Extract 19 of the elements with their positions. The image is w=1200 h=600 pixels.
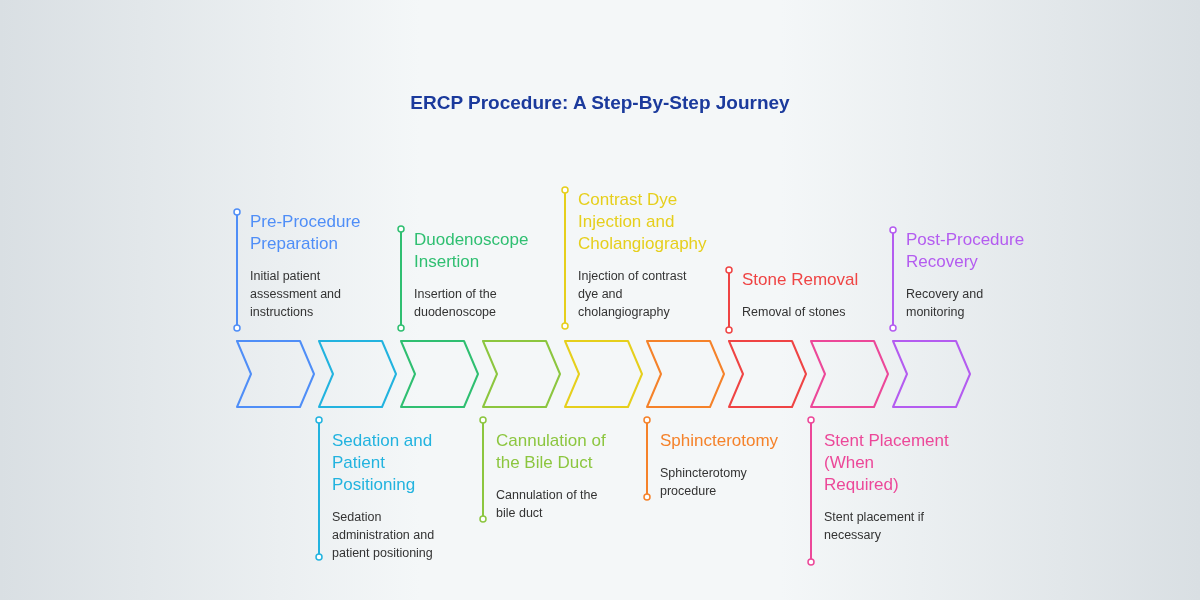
step-heading: Stone Removal [742, 269, 860, 291]
step-heading: Cannulation of the Bile Duct [496, 430, 607, 474]
step-description: Sedation administration and patient positioning [332, 509, 436, 562]
step-heading: Contrast Dye Injection and Cholangiography [578, 189, 706, 255]
title: ERCP Procedure: A Step-By-Step Journey [409, 92, 791, 114]
step-description: Cannulation of the bile duct [496, 487, 599, 522]
step-description: Recovery and monitoring [906, 286, 985, 321]
step-heading: Post-Procedure Recovery [906, 229, 1026, 273]
step-heading: Sphincterotomy [660, 430, 780, 452]
step-heading: Stent Placement (When Required) [824, 430, 950, 496]
step-description: Stent placement if necessary [824, 509, 926, 544]
step-heading: Sedation and Patient Positioning [332, 430, 434, 496]
step-description: Removal of stones [742, 304, 847, 321]
step-heading: Duodenoscope Insertion [414, 229, 530, 273]
step-heading: Pre-Procedure Preparation [250, 211, 362, 255]
step-description: Initial patient assessment and instructions [250, 268, 343, 321]
step-description: Sphincterotomy procedure [660, 465, 748, 500]
step-description: Injection of contrast dye and cholangiography [578, 268, 688, 321]
step-description: Insertion of the duodenoscope [414, 286, 498, 321]
